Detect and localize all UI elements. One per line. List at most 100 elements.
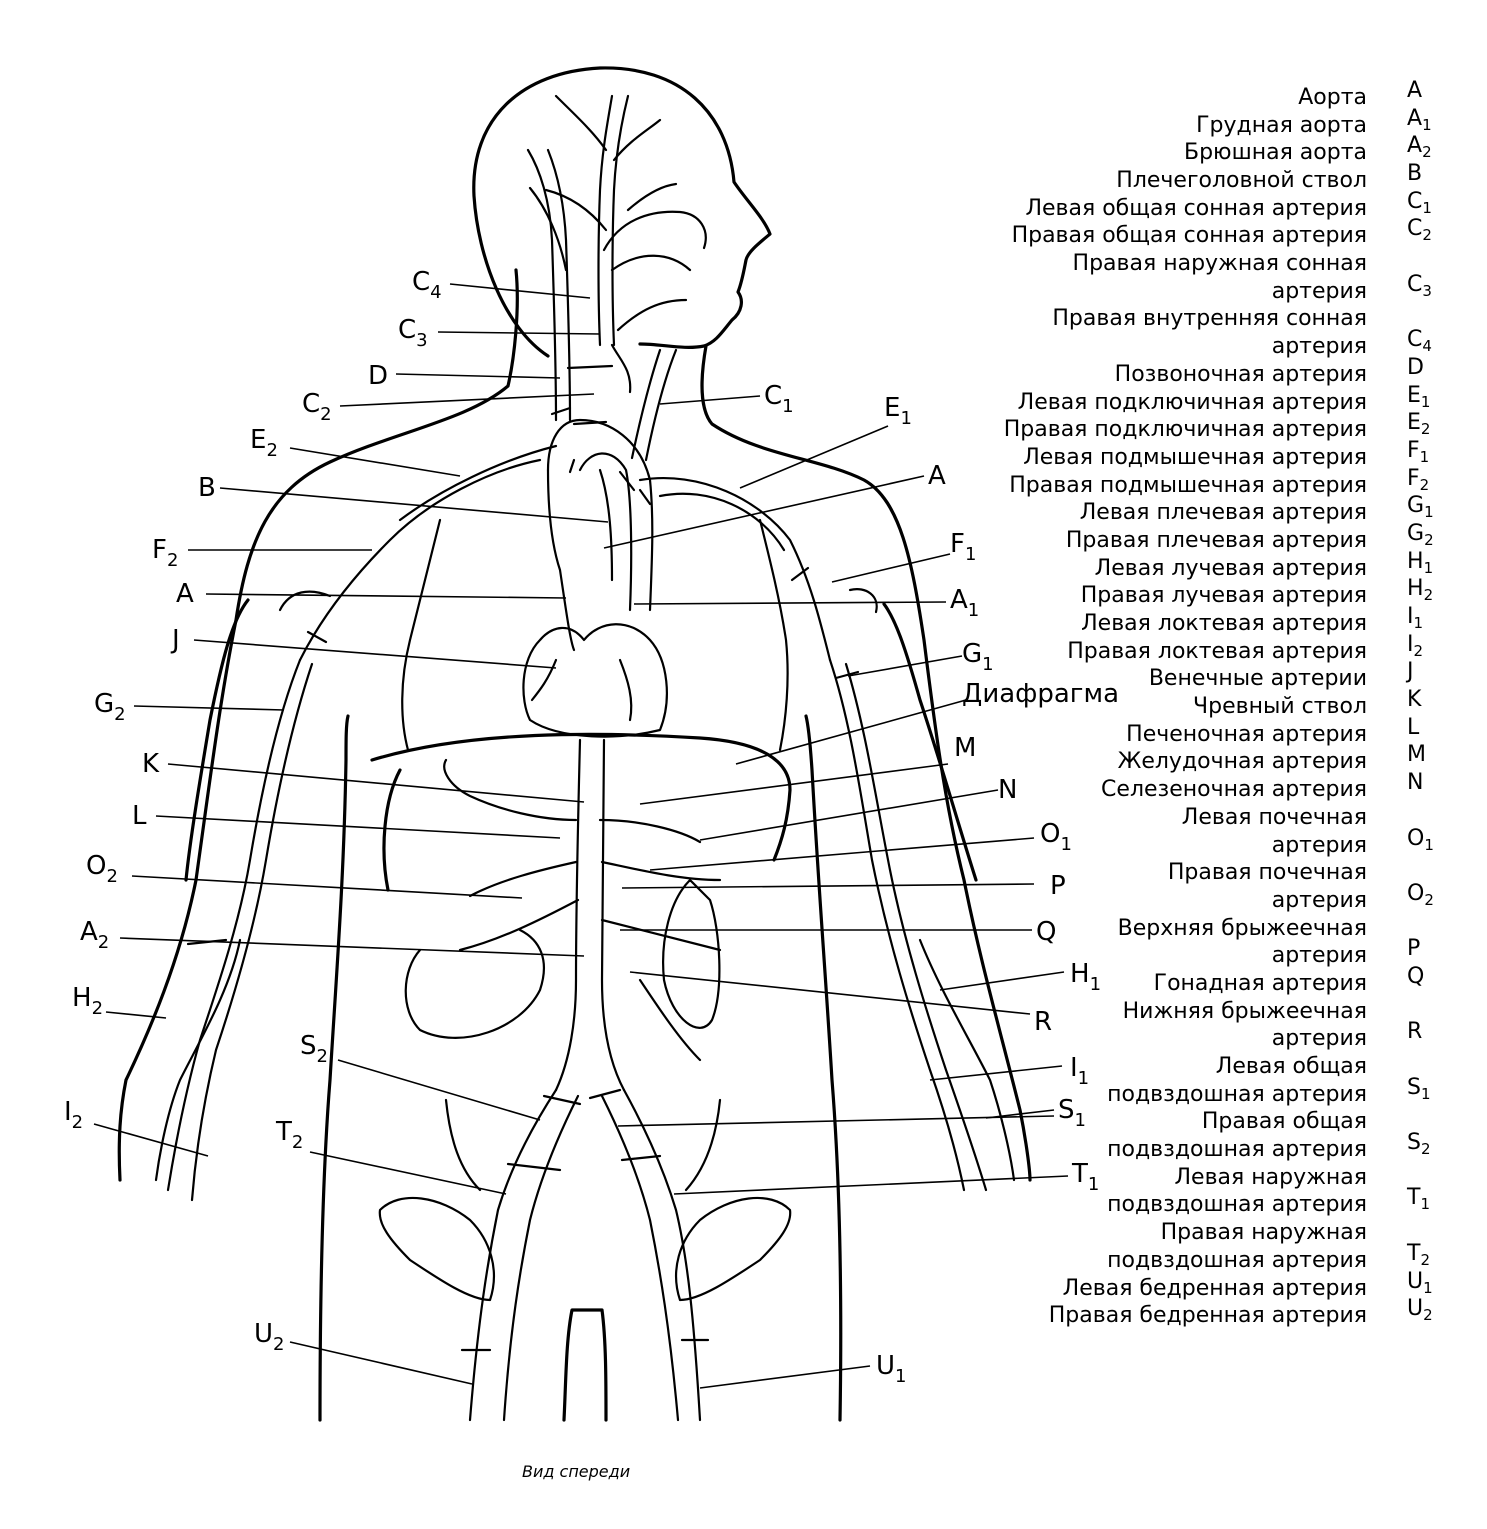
legend-code: K [1367, 686, 1465, 721]
legend-name: Печеночная артерия [1126, 721, 1368, 747]
leader-lines [93, 283, 1069, 1389]
legend-code: I2 [1367, 631, 1465, 666]
legend-name: Гонадная артерия [1153, 970, 1368, 996]
legend-code-letter: P [1407, 936, 1421, 962]
legend-name: Желудочная артерия [1117, 749, 1368, 775]
legend-name: Правая подмышечная артерия [1009, 472, 1368, 498]
label-e2: E2 [250, 425, 278, 461]
legend-name: Левая наружная [1174, 1164, 1368, 1190]
legend-code: H2 [1367, 575, 1465, 610]
legend-row: артерия R [995, 1019, 1465, 1053]
legend-code-subscript: 2 [1424, 530, 1434, 549]
legend-name: Левая плечевая артерия [1079, 500, 1368, 526]
label-h2: H2 [72, 983, 103, 1019]
legend-row: Верхняя брыжеечная [995, 915, 1465, 943]
label-c3: C3 [398, 315, 428, 351]
legend-row: Левая общая [995, 1053, 1465, 1081]
label-h1: H1 [1070, 959, 1101, 995]
legend-code-letter: I [1407, 604, 1414, 630]
legend-row: Нижняя брыжеечная [995, 998, 1465, 1026]
legend-code: C2 [1367, 215, 1465, 250]
legend-code-subscript: 4 [1422, 337, 1432, 356]
legend-code-subscript: 2 [1423, 1306, 1433, 1325]
label-r: R [1034, 1007, 1052, 1037]
legend-code-subscript: 2 [1419, 475, 1430, 494]
label-c2: C2 [302, 389, 332, 425]
label-u1: U1 [876, 1351, 906, 1387]
legend-code: T2 [1367, 1240, 1465, 1275]
label-i1: I1 [1070, 1053, 1089, 1089]
legend-name: Брюшная аорта [1184, 140, 1368, 166]
label-j: J [170, 625, 180, 655]
legend-code-letter: C [1407, 327, 1423, 353]
legend-code-subscript: 2 [1423, 586, 1434, 605]
legend-name: Левая подключичная артерия [1017, 389, 1368, 415]
legend-code-subscript: 1 [1419, 447, 1430, 466]
legend-code: F2 [1367, 465, 1465, 500]
legend-code: L [1367, 714, 1465, 749]
legend-name: артерия [1271, 1026, 1368, 1052]
legend-code-letter: R [1407, 1019, 1423, 1045]
legend-row: Правая внутренняя сонная [995, 306, 1465, 334]
legend-name: Левая общая [1215, 1054, 1368, 1080]
legend-name: Правая наружная сонная [1072, 251, 1368, 277]
legend-code: S2 [1367, 1129, 1465, 1164]
legend-code: U2 [1367, 1295, 1465, 1330]
legend-name: Левая лучевая артерия [1094, 555, 1368, 581]
legend-name: артерия [1271, 278, 1368, 304]
legend-name: Правая плечевая артерия [1065, 527, 1368, 553]
label-q: Q [1036, 917, 1056, 947]
legend-name: Верхняя брыжеечная [1117, 915, 1368, 941]
label-a1: A1 [950, 585, 979, 621]
legend-code: A [1367, 77, 1465, 112]
legend-code-subscript: 2 [1422, 143, 1432, 162]
legend-code-letter: G [1407, 493, 1425, 519]
legend-name: подвздошная артерия [1107, 1247, 1368, 1273]
legend-code-letter: H [1407, 548, 1424, 574]
legend-code: G2 [1367, 520, 1465, 555]
legend-code-letter: F [1407, 437, 1420, 463]
legend-code: T1 [1367, 1184, 1465, 1219]
legend-name: Левая общая сонная артерия [1025, 195, 1368, 221]
legend-name: Грудная аорта [1196, 112, 1368, 138]
legend-code-letter: I [1407, 631, 1414, 657]
legend-code-letter: E [1407, 410, 1421, 436]
legend-code-letter: U [1407, 1268, 1424, 1294]
legend-code-letter: C [1407, 271, 1423, 297]
legend-name: Правая подключичная артерия [1003, 417, 1368, 443]
legend-name: Правая общая сонная артерия [1011, 223, 1368, 249]
legend-code-letter: T [1407, 1185, 1421, 1211]
label-a2: A2 [80, 917, 109, 953]
label-s1: S1 [1058, 1095, 1086, 1131]
legend-code-subscript: 1 [1424, 835, 1434, 854]
legend-row: Левая почечная [995, 804, 1465, 832]
legend-code: H1 [1367, 548, 1465, 583]
legend-name: артерия [1271, 887, 1368, 913]
legend-code-subscript: 3 [1422, 281, 1432, 300]
label-d: D [368, 361, 388, 391]
legend-code-subscript: 1 [1420, 392, 1431, 411]
legend-code: J [1367, 658, 1465, 693]
legend-code-letter: O [1407, 825, 1425, 851]
legend-name: Нижняя брыжеечная [1122, 998, 1368, 1024]
legend-code: E1 [1367, 382, 1465, 417]
